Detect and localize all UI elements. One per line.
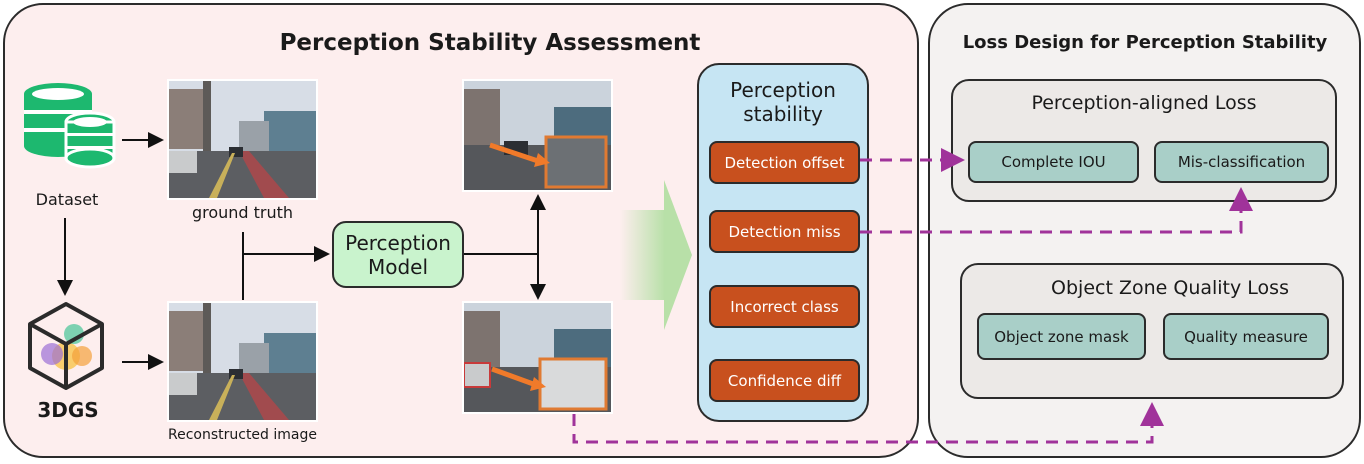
loss-design-title: Loss Design for Perception Stability <box>962 32 1328 53</box>
detection-miss-pill: Detection miss <box>709 210 860 253</box>
assessment-title: Perception Stability Assessment <box>279 30 701 56</box>
mis-classification-tile: Mis-classification <box>1154 141 1329 183</box>
3dgs-cube-icon <box>28 302 104 390</box>
quality-measure-tile: Quality measure <box>1163 313 1329 360</box>
ground-truth-label: ground truth <box>191 203 294 222</box>
ground-truth-image <box>167 79 318 200</box>
perception-stability-title: Perception stability <box>730 78 836 126</box>
reconstructed-label: Reconstructed image <box>167 427 317 443</box>
object-zone-quality-loss-title: Object Zone Quality Loss <box>1051 277 1289 299</box>
3dgs-label: 3DGS <box>37 398 99 422</box>
incorrect-class-pill: Incorrect class <box>709 285 860 328</box>
object-zone-mask-tile: Object zone mask <box>977 313 1146 360</box>
detection-result-bottom <box>462 301 613 414</box>
reconstructed-image <box>167 301 318 422</box>
flow-arrow-icon <box>620 180 692 330</box>
detection-result-top <box>462 79 613 192</box>
perception-aligned-loss-title: Perception-aligned Loss <box>1031 92 1257 114</box>
complete-iou-tile: Complete IOU <box>968 141 1139 183</box>
perception-model-box: Perception Model <box>332 221 464 288</box>
detection-offset-pill: Detection offset <box>709 141 860 184</box>
database-icon <box>24 83 116 169</box>
confidence-diff-pill: Confidence diff <box>709 359 860 402</box>
dataset-label: Dataset <box>35 190 99 209</box>
